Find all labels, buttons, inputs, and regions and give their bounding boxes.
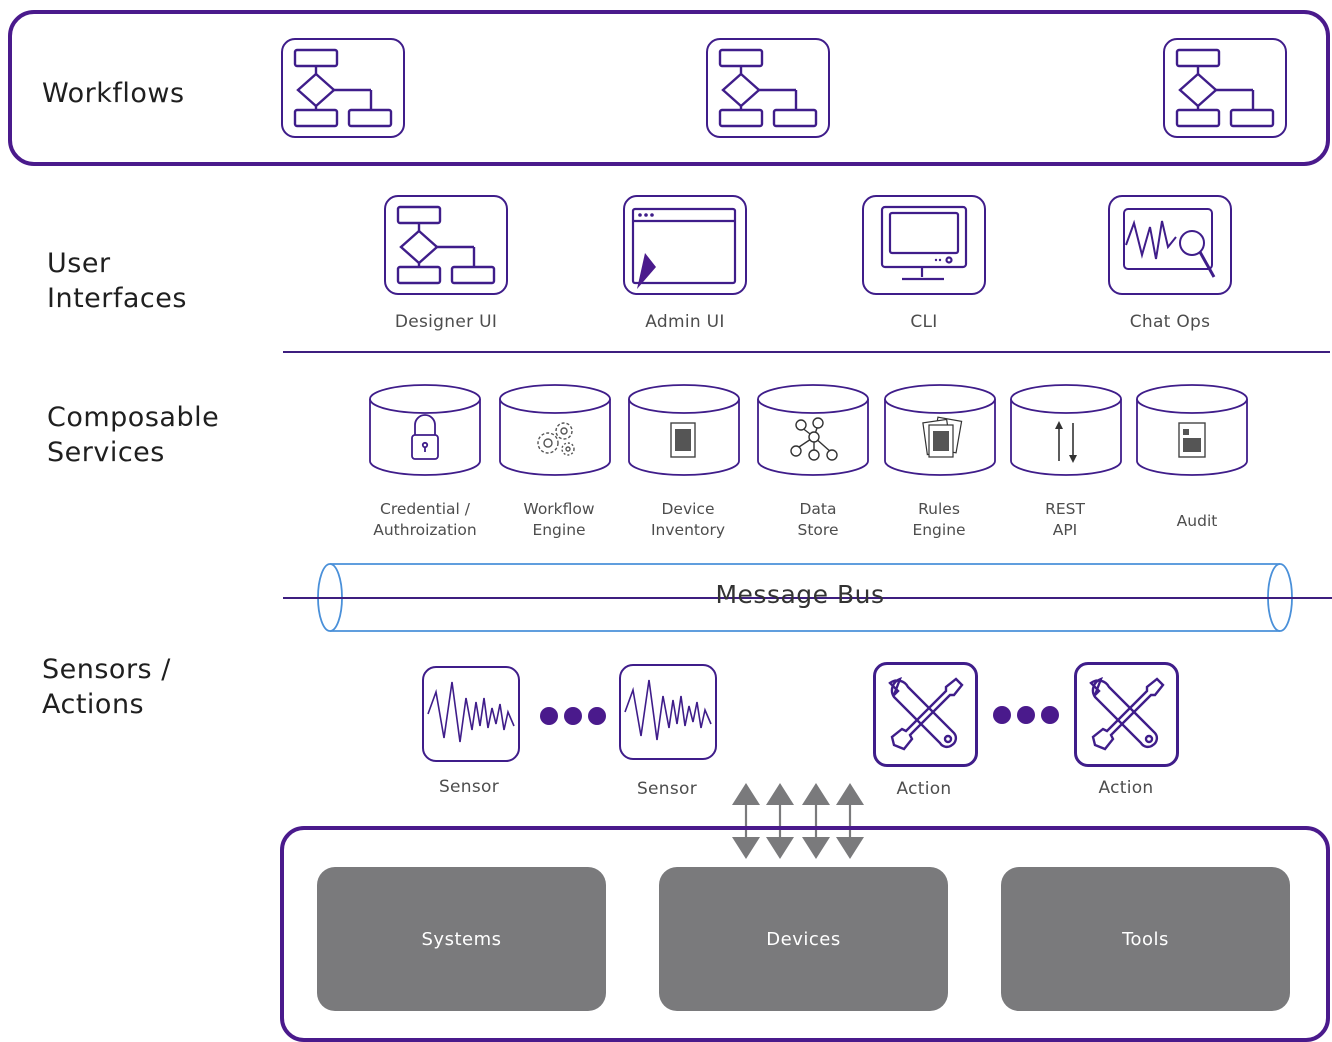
flowchart-icon <box>1175 48 1275 128</box>
admin-ui-icon[interactable] <box>623 195 747 295</box>
workflow-icon-1[interactable] <box>281 38 405 138</box>
tools-icon <box>1089 677 1165 751</box>
action-caption-1: Action <box>896 779 952 799</box>
action-icon-1[interactable] <box>873 662 978 767</box>
workflow-icon-2[interactable] <box>706 38 830 138</box>
user-interfaces-label: User Interfaces <box>47 248 187 314</box>
cli-caption: CLI <box>910 312 938 332</box>
message-bus-pipe <box>283 563 1332 632</box>
ellipsis-dot <box>993 706 1011 724</box>
action-icon-2[interactable] <box>1074 662 1179 767</box>
workflows-frame <box>8 10 1330 166</box>
rest-api-caption: REST API <box>1045 500 1085 539</box>
sensor-caption-2: Sensor <box>636 779 698 799</box>
workflow-engine-db[interactable] <box>498 383 612 477</box>
lock-icon <box>411 414 439 460</box>
documents-stack-icon <box>922 416 963 458</box>
actions-ellipsis <box>993 706 1059 724</box>
audit-caption: Audit <box>1176 512 1218 530</box>
device-inventory-caption: Device Inventory <box>650 500 726 539</box>
browser-window-icon <box>631 207 737 289</box>
bidirectional-arrows <box>732 783 864 859</box>
audit-db[interactable] <box>1135 383 1249 477</box>
flowchart-icon <box>293 48 393 128</box>
chat-ops-caption: Chat Ops <box>1129 312 1211 332</box>
cli-icon[interactable] <box>862 195 986 295</box>
tools-box[interactable]: Tools <box>1001 867 1290 1011</box>
double-arrow <box>802 783 830 859</box>
composable-services-label: Composable Services <box>47 402 220 468</box>
rules-engine-caption: Rules Engine <box>912 500 966 539</box>
ellipsis-dot <box>564 707 582 725</box>
document-icon <box>670 422 696 458</box>
ui-divider <box>283 351 1330 353</box>
graph-nodes-icon <box>790 417 838 461</box>
admin-ui-caption: Admin UI <box>645 312 725 332</box>
monitor-icon <box>880 205 968 281</box>
gears-icon <box>537 422 575 456</box>
chart-magnifier-icon <box>1123 208 1216 278</box>
rules-engine-db[interactable] <box>883 383 997 477</box>
systems-box[interactable]: Systems <box>317 867 606 1011</box>
double-arrow <box>836 783 864 859</box>
message-bus-label: Message Bus <box>715 580 885 609</box>
devices-box[interactable]: Devices <box>659 867 948 1011</box>
waveform-icon <box>624 679 712 741</box>
workflows-label: Workflows <box>42 78 185 109</box>
designer-ui-caption: Designer UI <box>394 312 498 332</box>
chat-ops-icon[interactable] <box>1108 195 1232 295</box>
credential-db[interactable] <box>368 383 482 477</box>
credential-caption: Credential / Authroization <box>373 500 477 539</box>
sensors-actions-label: Sensors / Actions <box>42 654 171 720</box>
workflow-engine-caption: Workflow Engine <box>523 500 595 539</box>
infrastructure-frame <box>280 826 1330 1042</box>
flowchart-icon <box>718 48 818 128</box>
sensors-ellipsis <box>540 707 606 725</box>
report-document-icon <box>1178 422 1206 458</box>
ellipsis-dot <box>588 707 606 725</box>
sensor-icon-2[interactable] <box>619 664 717 760</box>
data-store-db[interactable] <box>756 383 870 477</box>
data-store-caption: Data Store <box>797 500 839 539</box>
designer-ui-icon[interactable] <box>384 195 508 295</box>
device-inventory-db[interactable] <box>627 383 741 477</box>
up-down-arrows-icon <box>1055 421 1077 463</box>
ellipsis-dot <box>1041 706 1059 724</box>
action-caption-2: Action <box>1098 778 1154 798</box>
double-arrow <box>732 783 760 859</box>
workflow-icon-3[interactable] <box>1163 38 1287 138</box>
waveform-icon <box>427 681 515 743</box>
ellipsis-dot <box>540 707 558 725</box>
tools-icon <box>888 677 964 751</box>
sensor-icon-1[interactable] <box>422 666 520 762</box>
sensor-caption-1: Sensor <box>438 777 500 797</box>
flowchart-icon <box>396 205 496 285</box>
rest-api-db[interactable] <box>1009 383 1123 477</box>
double-arrow <box>766 783 794 859</box>
ellipsis-dot <box>1017 706 1035 724</box>
